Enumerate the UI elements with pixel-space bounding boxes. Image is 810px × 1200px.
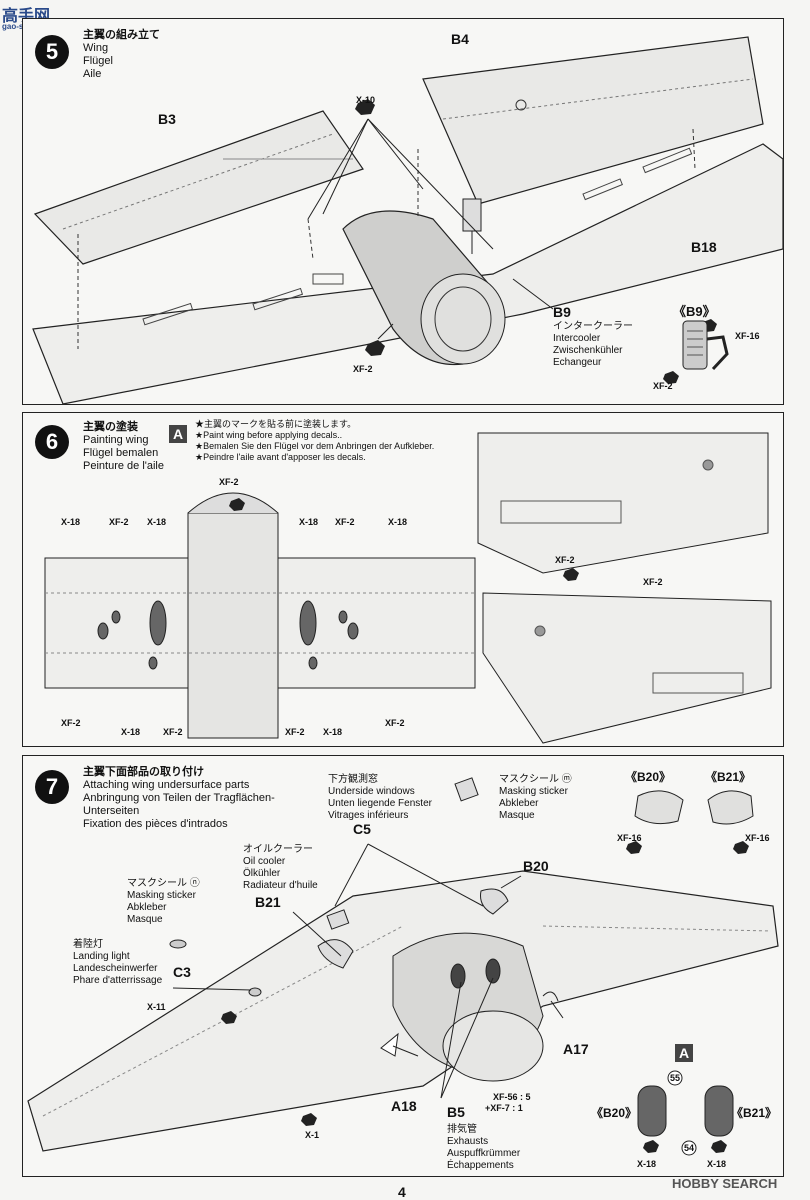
x11-label: X-11 — [147, 1002, 166, 1012]
inset-b21-bottom: 《B21》 — [731, 1106, 778, 1120]
part-b21-label: B21 — [255, 894, 281, 910]
part-c5-label: C5 — [353, 821, 371, 837]
part-b3-label: B3 — [158, 111, 176, 127]
x18-e: X-18 — [121, 727, 141, 737]
step6-badge: A — [169, 425, 187, 443]
x18-f: X-18 — [323, 727, 343, 737]
step7-number: 7 — [35, 770, 69, 804]
step7-title-de: Anbringung von Teilen der Tragflächen- — [83, 792, 275, 804]
step6-title-fr: Peinture de l'aile — [83, 460, 164, 472]
step6-title-en: Painting wing — [83, 434, 149, 446]
mix-b: +XF-7 : 1 — [485, 1103, 523, 1113]
step5-panel: 5 主翼の組み立て Wing Flügel Aile — [22, 18, 784, 405]
b9-desc: インタークーラー Intercooler Zwischenkühler Echa… — [553, 321, 633, 368]
xf2-side-a: XF-2 — [555, 555, 575, 565]
step6-title-jp: 主翼の塗装 — [83, 421, 138, 433]
x1-label: X-1 — [305, 1130, 320, 1140]
x18-c: X-18 — [299, 517, 319, 527]
xf2-f: XF-2 — [385, 718, 405, 728]
step5-title-en: Wing — [83, 42, 109, 54]
xf16-b: XF-16 — [745, 833, 770, 843]
x18-b: X-18 — [147, 517, 167, 527]
xf2-a: XF-2 — [109, 517, 129, 527]
inset-b20-bottom: 《B20》 — [591, 1106, 638, 1120]
step6-notes: ★主翼のマークを貼る前に塗装します。 ★Paint wing before ap… — [195, 419, 435, 462]
step5-title: 主翼の組み立て Wing Flügel Aile — [83, 29, 160, 81]
step7-title-fr: Fixation des pièces d'intrados — [83, 818, 228, 830]
part-b4-label: B4 — [451, 31, 469, 47]
part-b18-label: B18 — [691, 239, 717, 255]
inset-b20-top: 《B20》 — [625, 770, 672, 784]
step6-title-de: Flügel bemalen — [83, 447, 159, 459]
x18-d: X-18 — [388, 517, 408, 527]
step5-title-jp: 主翼の組み立て — [83, 29, 160, 41]
step7-badge: A — [675, 1044, 693, 1062]
step5-number: 5 — [35, 35, 69, 69]
step6-panel: 6 主翼の塗装 Painting wing Flügel bemalen Pei… — [22, 412, 784, 747]
decal-55: 55 — [670, 1073, 681, 1083]
decal-54: 54 — [684, 1143, 695, 1153]
watermark-hobby-search: HOBBY SEARCH — [672, 1176, 778, 1191]
page-number: 4 — [398, 1184, 406, 1200]
xf2-side-b: XF-2 — [643, 577, 663, 587]
part-b20-label: B20 — [523, 858, 549, 874]
step7-title-en: Attaching wing undersurface parts — [83, 779, 250, 791]
mix-a: XF-56 : 5 — [493, 1092, 531, 1102]
x18-inset-a: X-18 — [637, 1159, 657, 1169]
b9-inset-label: 《B9》 — [673, 304, 716, 319]
xf2-label: XF-2 — [353, 364, 373, 374]
part-c3-label: C3 — [173, 964, 191, 980]
xf2-b: XF-2 — [335, 517, 355, 527]
step5-wing-drawing — [32, 36, 783, 404]
inset-b21-top: 《B21》 — [705, 770, 752, 784]
xf2-d: XF-2 — [163, 727, 183, 737]
x18-a: X-18 — [61, 517, 81, 527]
xf2-c: XF-2 — [61, 718, 81, 728]
step6-title: 主翼の塗装 Painting wing Flügel bemalen Peint… — [83, 421, 164, 473]
step7-title-de2: Unterseiten — [83, 805, 140, 817]
step6-wing-drawing — [44, 432, 772, 744]
step7-title-jp: 主翼下面部品の取り付け — [83, 766, 204, 778]
inset-xf16-label: XF-16 — [735, 331, 760, 341]
xf2-top: XF-2 — [219, 477, 239, 487]
part-a17-label: A17 — [563, 1041, 589, 1057]
x10-label: X-10 — [356, 95, 376, 105]
step5-title-de: Flügel — [83, 55, 113, 67]
step7-panel: 7 主翼下面部品の取り付け Attaching wing undersurfac… — [22, 755, 784, 1177]
part-b9-label: B9 — [553, 304, 571, 320]
step7-wing-drawing — [27, 777, 779, 1156]
inset-xf2-label: XF-2 — [653, 381, 673, 391]
x18-inset-b: X-18 — [707, 1159, 727, 1169]
part-a18-label: A18 — [391, 1098, 417, 1114]
xf16-a: XF-16 — [617, 833, 642, 843]
xf2-e: XF-2 — [285, 727, 305, 737]
part-b5-label: B5 — [447, 1104, 465, 1120]
step6-number: 6 — [35, 425, 69, 459]
step5-title-fr: Aile — [83, 68, 102, 80]
step7-title: 主翼下面部品の取り付け Attaching wing undersurface … — [83, 766, 275, 831]
